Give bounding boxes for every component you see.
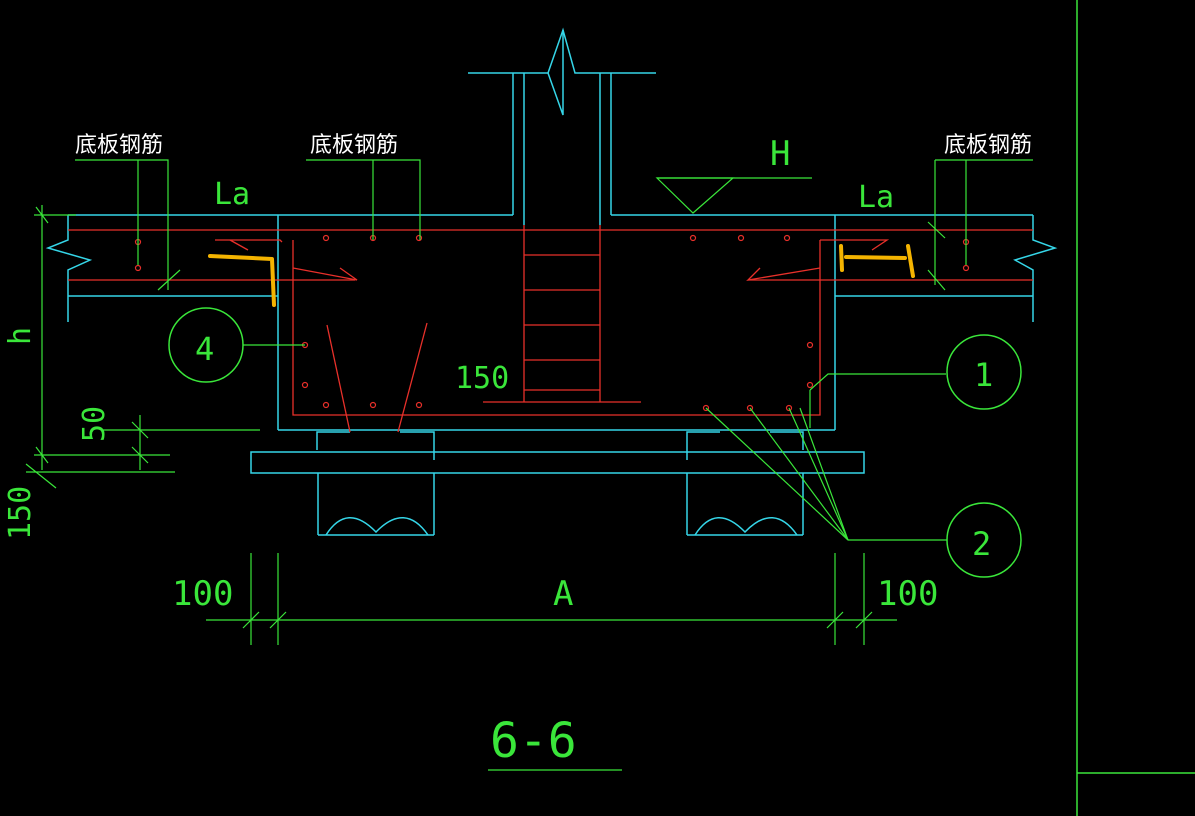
dim-height: h [3,327,38,345]
dim-beam: 150 [455,361,509,396]
callout-label-2: 2 [972,525,991,563]
note-middle: 底板钢筋 [310,133,398,158]
callout-circle-4 [168,307,244,383]
concrete-outline [45,27,1058,536]
dimension-lines [25,159,1033,771]
dim-left-offset: 100 [172,574,233,614]
anchorage-left: La [214,177,250,212]
note-left: 底板钢筋 [75,133,163,158]
anchorage-right: La [858,180,894,215]
highlight-marks [208,244,915,307]
callout-circle-1 [946,334,1022,410]
callout-label-1: 1 [974,356,993,394]
section-label: 6-6 [490,713,577,769]
elevation-label: H [770,134,790,174]
note-right: 底板钢筋 [944,133,1032,158]
dim-right-offset: 100 [877,574,938,614]
frame-border [1076,0,1195,816]
dim-bottom-thickness: 150 [3,486,38,540]
callout-label-4: 4 [195,330,214,368]
dim-cover: 50 [77,406,112,442]
callout-circles [168,307,1022,578]
rebar-lines [68,225,1033,433]
callout-circle-2 [946,502,1022,578]
dim-span: A [553,574,573,614]
